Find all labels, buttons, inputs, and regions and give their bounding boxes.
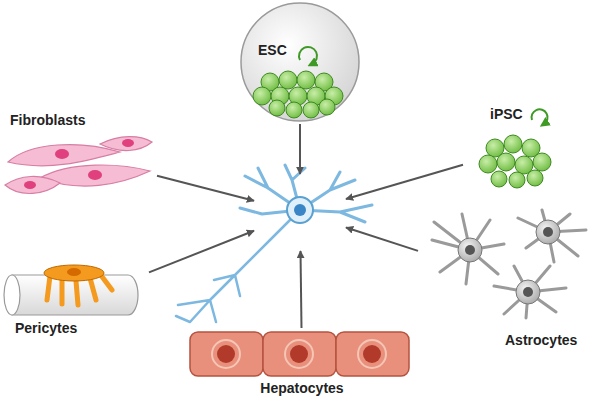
neuron-node xyxy=(255,175,345,250)
esc-sphere xyxy=(241,3,359,121)
stem-cell xyxy=(509,172,525,188)
pericyte-illustration xyxy=(4,265,138,315)
esc-node: ESC xyxy=(240,2,360,122)
nuclear-ring xyxy=(285,340,313,368)
stem-cell xyxy=(497,153,515,171)
stem-cell xyxy=(279,71,297,89)
astrocyte-process xyxy=(432,214,504,284)
hepatocyte-cell xyxy=(190,332,263,376)
astrocyte-node: Astrocytes xyxy=(420,205,595,355)
astrocyte-illustration xyxy=(432,210,586,318)
stem-cell xyxy=(269,100,285,116)
astrocyte-cell xyxy=(458,238,482,262)
arrow-connector xyxy=(346,165,463,199)
arrow-connector xyxy=(157,176,254,201)
hepatocyte-cell xyxy=(336,332,409,376)
self-renewal-arrow xyxy=(532,109,548,124)
cell-nucleus xyxy=(363,345,381,363)
cell-nucleus xyxy=(122,139,134,147)
stem-cell xyxy=(297,71,315,89)
stem-cell xyxy=(504,135,522,153)
cell-nucleus xyxy=(465,245,475,255)
hepatocyte-illustration xyxy=(190,332,409,376)
cell-type-label: Astrocytes xyxy=(505,332,577,348)
hepatocyte-cell xyxy=(263,332,336,376)
cell-type-label: Fibroblasts xyxy=(10,112,85,128)
cell-type-label: Pericytes xyxy=(15,320,77,336)
pericyte-cell xyxy=(44,265,104,281)
arrow-connector xyxy=(149,231,254,273)
astrocyte-process xyxy=(518,210,586,262)
cell-nucleus xyxy=(24,181,36,189)
fibroblast-cell xyxy=(5,176,60,193)
cell-nucleus xyxy=(88,170,102,180)
cell-type-label: Hepatocytes xyxy=(185,380,419,396)
stem-cell xyxy=(303,102,319,118)
hepatocyte-node: Hepatocytes xyxy=(185,330,419,398)
cell-type-label: iPSC xyxy=(490,106,523,122)
fibroblast-cell xyxy=(100,137,152,151)
cell-nucleus xyxy=(67,268,81,276)
nuclear-ring xyxy=(358,340,386,368)
cell-nucleus xyxy=(290,345,308,363)
stem-cell xyxy=(319,99,335,115)
nuclear-ring xyxy=(212,340,240,368)
fibroblast-illustration xyxy=(5,137,152,194)
cell-nucleus xyxy=(294,204,306,216)
cell-nucleus xyxy=(523,287,533,297)
arrow-connector xyxy=(299,124,301,174)
axon xyxy=(176,210,300,322)
dendrite xyxy=(240,165,372,222)
arrow-connector xyxy=(346,228,418,251)
pericyte-node: Pericytes xyxy=(2,262,147,342)
cell-nucleus xyxy=(543,227,553,237)
arrow-connector xyxy=(301,251,302,328)
fibroblast-cell xyxy=(8,145,120,166)
cell-type-label: ESC xyxy=(258,42,287,58)
stem-cell xyxy=(527,170,543,186)
ipsc-node: iPSC xyxy=(465,106,575,190)
astrocyte-cell xyxy=(536,220,560,244)
stem-cell xyxy=(533,153,551,171)
cell-nucleus xyxy=(55,149,69,159)
fibroblast-node: Fibroblasts xyxy=(5,112,155,200)
astrocyte-cell xyxy=(516,280,540,304)
stem-cell xyxy=(479,155,497,173)
astrocyte-process xyxy=(494,266,566,318)
stem-cell xyxy=(253,87,271,105)
stem-cell xyxy=(491,171,507,187)
esc-illustration xyxy=(241,3,359,121)
cell-nucleus xyxy=(217,345,235,363)
stem-cell xyxy=(286,102,302,118)
neuron-soma xyxy=(287,197,313,223)
vessel-opening xyxy=(4,275,20,315)
self-renewal-arrow xyxy=(299,47,317,64)
